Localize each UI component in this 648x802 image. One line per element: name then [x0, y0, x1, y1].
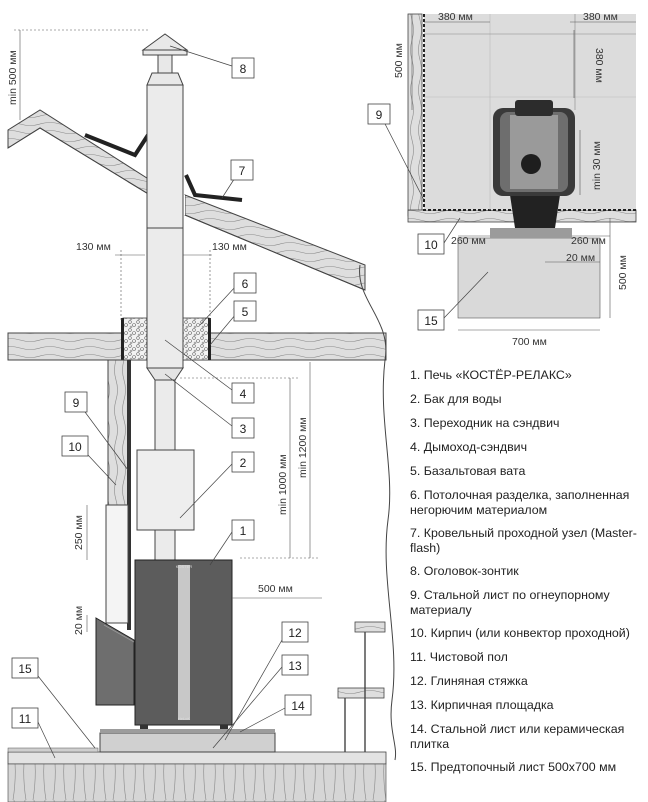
wall-edge — [359, 264, 397, 761]
dim-min1200: min 1200 мм — [297, 417, 309, 478]
legend-item: 15. Предтопочный лист 500х700 мм — [410, 760, 617, 774]
legend-item: 5. Базальтовая вата — [410, 464, 526, 478]
ceiling-passage — [121, 317, 211, 361]
legend-item: 8. Оголовок-зонтик — [410, 564, 519, 578]
svg-text:2: 2 — [240, 456, 247, 470]
legend-item: 12. Глиняная стяжка — [410, 674, 528, 688]
dim-130-right: 130 мм — [212, 241, 247, 253]
floor — [7, 729, 387, 802]
dim-min1000: min 1000 мм — [277, 454, 289, 515]
legend-item: 11. Чистовой пол — [410, 650, 508, 664]
callout-8: 8 — [169, 45, 255, 79]
stove-brand-top: KOSTER — [176, 564, 193, 569]
plan-view: 9 10 15 — [367, 13, 637, 331]
legend: 1. Печь «КОСТЁР-РЕЛАКС» 2. Бак для воды … — [410, 368, 646, 784]
dim-20: 20 мм — [73, 606, 85, 635]
svg-text:9: 9 — [376, 108, 383, 122]
callout-11: 11 — [11, 707, 56, 759]
callout-14: 14 — [239, 694, 312, 733]
callout-9-plan: 9 — [367, 103, 425, 201]
wall-post — [105, 359, 131, 630]
water-tank — [136, 449, 195, 531]
callout-7: 7 — [221, 159, 254, 199]
svg-text:7: 7 — [239, 164, 246, 178]
svg-text:11: 11 — [19, 712, 32, 726]
callout-9: 9 — [64, 391, 129, 471]
stove-brand-bottom: HeLoK — [178, 716, 191, 721]
dimension-lines — [14, 29, 322, 632]
callout-15-plan: 15 — [417, 271, 489, 331]
bench-steps — [337, 621, 386, 752]
svg-text:4: 4 — [240, 387, 247, 401]
master-flash — [84, 133, 243, 202]
dim-250: 250 мм — [73, 515, 85, 550]
plan-dim-20: 20 мм — [566, 252, 595, 264]
plan-dim-380-vert: 380 мм — [593, 48, 605, 83]
fire-door — [95, 617, 135, 706]
callout-2: 2 — [179, 451, 255, 519]
dim-min500-top: min 500 мм — [7, 50, 19, 105]
callout-6: 6 — [199, 272, 257, 326]
svg-text:5: 5 — [242, 305, 249, 319]
plan-dim-500-bottom: 500 мм — [617, 255, 629, 290]
callout-10: 10 — [61, 435, 117, 486]
plan-dim-260-right: 260 мм — [571, 235, 606, 247]
plan-dim-500: 500 мм — [393, 43, 405, 78]
svg-text:9: 9 — [73, 396, 80, 410]
legend-item: 1. Печь «КОСТЁР-РЕЛАКС» — [410, 368, 572, 382]
roof — [7, 109, 366, 291]
legend-item: 9. Стальной лист по огнеупорному материа… — [410, 588, 610, 617]
callout-12: 12 — [224, 621, 309, 741]
plan-dim-260-left: 260 мм — [451, 235, 486, 247]
svg-text:13: 13 — [288, 659, 302, 673]
callout-10-plan: 10 — [417, 217, 461, 255]
plan-dim-380-left: 380 мм — [438, 11, 473, 23]
dim-500-side: 500 мм — [258, 583, 293, 595]
callout-13: 13 — [212, 654, 309, 749]
svg-text:10: 10 — [424, 238, 438, 252]
legend-item: 7. Кровельный проходной узел (Master-fla… — [410, 526, 637, 555]
chimney — [141, 33, 189, 561]
legend-item: 3. Переходник на сэндвич — [410, 416, 560, 430]
callouts: 8 7 6 5 4 3 2 — [11, 45, 312, 759]
legend-item: 14. Стальной лист или керамическая плитк… — [410, 722, 625, 751]
stove: KOSTER HeLoK — [134, 559, 233, 733]
dim-130-left: 130 мм — [76, 241, 111, 253]
svg-text:6: 6 — [242, 277, 249, 291]
callout-4: 4 — [164, 339, 255, 404]
plan-dim-min30: min 30 мм — [591, 141, 603, 190]
legend-item: 6. Потолочная разделка, заполненная него… — [410, 488, 630, 517]
plan-dim-380-right: 380 мм — [583, 11, 618, 23]
plan-dim-700: 700 мм — [512, 336, 547, 348]
svg-text:3: 3 — [240, 422, 247, 436]
legend-item: 4. Дымоход-сэндвич — [410, 440, 528, 454]
legend-item: 10. Кирпич (или конвектор проходной) — [410, 626, 630, 640]
callout-3: 3 — [164, 373, 255, 439]
legend-item: 13. Кирпичная площадка — [410, 698, 554, 712]
legend-item: 2. Бак для воды — [410, 392, 502, 406]
svg-text:8: 8 — [240, 62, 247, 76]
callout-5: 5 — [209, 300, 257, 346]
svg-text:12: 12 — [288, 626, 302, 640]
callout-1: 1 — [209, 519, 255, 566]
callout-15: 15 — [11, 657, 96, 749]
svg-text:14: 14 — [291, 699, 305, 713]
svg-text:10: 10 — [68, 440, 82, 454]
svg-text:15: 15 — [18, 662, 32, 676]
svg-text:15: 15 — [424, 314, 438, 328]
svg-text:1: 1 — [240, 524, 247, 538]
